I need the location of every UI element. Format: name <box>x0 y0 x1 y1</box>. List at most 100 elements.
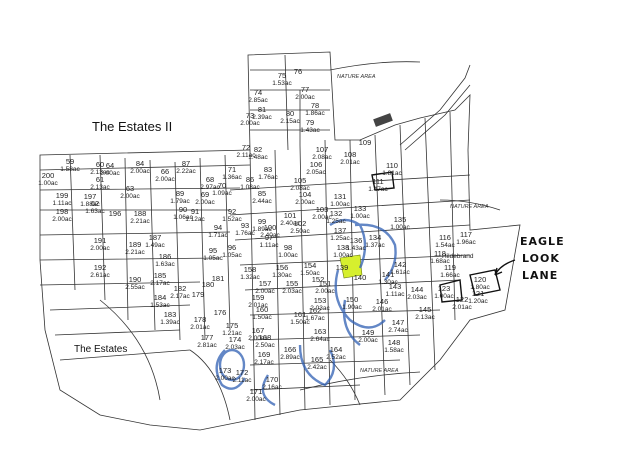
lot-99[interactable]: 991.89ac <box>252 217 272 233</box>
lot-73[interactable]: 732.00ac <box>240 111 260 127</box>
outlined-lot-120[interactable] <box>469 269 501 296</box>
lot-93[interactable]: 931.76ac <box>235 221 255 237</box>
lot-72[interactable]: 722.11ac <box>236 143 256 159</box>
lot-109[interactable]: 109 <box>359 138 372 147</box>
lot-77[interactable]: 772.00ac <box>295 85 315 101</box>
lot-91[interactable]: 911.12ac <box>185 207 205 223</box>
outlined-lot-123[interactable] <box>439 279 463 303</box>
lot-70[interactable]: 701.09ac <box>212 181 232 197</box>
lot-79[interactable]: 791.43ac <box>300 118 320 134</box>
lot-89[interactable]: 891.79ac <box>170 189 190 205</box>
lot-196[interactable]: 196 <box>109 209 122 218</box>
lot-98[interactable]: 981.00ac <box>278 243 298 259</box>
lot-80[interactable]: 802.15ac <box>280 109 300 125</box>
outlined-lot-111[interactable] <box>371 171 395 191</box>
lot-152[interactable]: 152 <box>312 275 325 284</box>
lot-82[interactable]: 821.48ac <box>248 145 268 161</box>
lot-97[interactable]: 971.11ac <box>259 233 279 249</box>
lot-176[interactable]: 176 <box>214 308 227 317</box>
lot-87[interactable]: 872.22ac <box>176 159 196 175</box>
lot-66[interactable]: 662.00ac <box>155 167 175 183</box>
lot-179[interactable]: 179 <box>192 290 205 299</box>
lot-86[interactable]: 861.08ac <box>240 175 260 191</box>
lot-85[interactable]: 852.44ac <box>252 189 272 205</box>
lot-61[interactable]: 612.13ac <box>90 175 110 191</box>
lot-180[interactable]: 180 <box>202 280 215 289</box>
lot-69[interactable]: 692.00ac <box>195 190 215 206</box>
lot-94[interactable]: 941.71ac <box>208 223 228 239</box>
lot-75[interactable]: 751.53ac <box>272 71 292 87</box>
lot-92[interactable]: 921.52ac <box>222 207 242 223</box>
lot-90[interactable]: 901.06ac <box>173 205 193 221</box>
lot-68[interactable]: 682.97ac <box>200 175 220 191</box>
lot-76[interactable]: 76 <box>294 67 302 76</box>
lot-95[interactable]: 951.05ac <box>203 246 223 262</box>
lot-84[interactable]: 842.00ac <box>130 159 150 175</box>
lot-74[interactable]: 742.85ac <box>248 88 268 104</box>
lot-81[interactable]: 812.39ac <box>252 105 272 121</box>
lot-140[interactable]: 140 <box>354 273 367 282</box>
lot-59[interactable]: 591.58ac <box>60 157 80 173</box>
lot-181[interactable]: 181 <box>212 274 225 283</box>
lot-139[interactable]: 139 <box>336 263 349 272</box>
lot-63[interactable]: 632.00ac <box>120 184 140 200</box>
